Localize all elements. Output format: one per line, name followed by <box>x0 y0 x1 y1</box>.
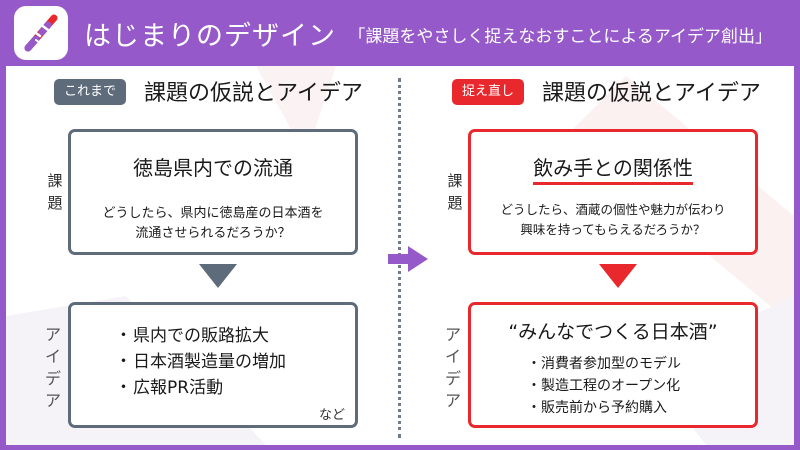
list-item: ・広報PR活動 <box>115 378 224 398</box>
before-problem-box: 徳島県内での流通 どうしたら、県内に徳島産の日本酒を 流通させられるだろうか？ <box>68 129 358 255</box>
tagline: 「課題をやさしく捉えなおすことによるアイデア創出」 <box>348 27 772 47</box>
after-idea-label: アイデア <box>444 325 461 410</box>
after-idea-title: “みんなでつくる日本酒” <box>508 321 718 343</box>
after-idea-list: ・消費者参加型のモデル ・製造工程のオープン化 ・販売前から予約購入 <box>523 353 681 419</box>
after-idea-box: “みんなでつくる日本酒” ・消費者参加型のモデル ・製造工程のオープン化 ・販売… <box>468 302 758 428</box>
after-down-triangle <box>599 264 637 288</box>
before-down-triangle <box>199 264 237 288</box>
logo <box>14 6 68 60</box>
after-tag: 捉え直し <box>452 79 525 105</box>
title-underline <box>533 182 693 185</box>
brand-title: はじまりのデザイン <box>84 21 336 52</box>
list-item: ・日本酒製造量の増加 <box>115 352 286 372</box>
header-bar: はじまりのデザイン 「課題をやさしく捉えなおすことによるアイデア創出」 <box>0 0 800 66</box>
after-problem-box: 飲み手との関係性 どうしたら、酒蔵の個性や魅力が伝わり 興味を持ってもらえるだろ… <box>468 129 758 255</box>
list-item: ・県内での販路拡大 <box>115 326 269 346</box>
striped-stick-logo-icon <box>24 14 58 52</box>
etc-note: など <box>318 408 345 423</box>
before-idea-label: アイデア <box>44 325 61 410</box>
content-panel: これまで 課題の仮説とアイデア 課題 徳島県内での流通 どうしたら、県内に徳島産… <box>6 66 794 445</box>
before-idea-list: ・県内での販路拡大 ・日本酒製造量の増加 ・広報PR活動 <box>111 323 286 401</box>
list-item: ・消費者参加型のモデル <box>527 356 681 372</box>
after-problem-desc: どうしたら、酒蔵の個性や魅力が伝わり 興味を持ってもらえるだろうか？ <box>500 202 726 237</box>
before-problem-desc: どうしたら、県内に徳島産の日本酒を 流通させられるだろうか？ <box>102 206 324 241</box>
after-problem-title: 飲み手との関係性 <box>533 156 693 180</box>
after-heading: 課題の仮説とアイデア <box>542 81 761 106</box>
right-arrow-icon <box>388 246 428 272</box>
list-item: ・販売前から予約購入 <box>527 400 667 416</box>
before-problem-title: 徳島県内での流通 <box>133 156 293 180</box>
after-kadai-label: 課題 <box>447 172 463 212</box>
before-idea-box: ・県内での販路拡大 ・日本酒製造量の増加 ・広報PR活動 など <box>68 302 358 428</box>
before-kadai-label: 課題 <box>47 172 63 212</box>
before-heading: 課題の仮説とアイデア <box>144 81 363 106</box>
list-item: ・製造工程のオープン化 <box>527 378 681 394</box>
before-tag: これまで <box>54 79 127 105</box>
